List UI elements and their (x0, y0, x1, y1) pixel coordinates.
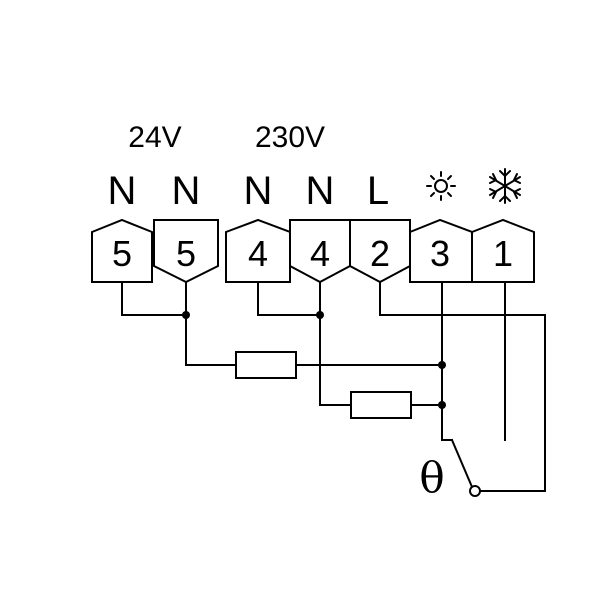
terminal-label-3: N (244, 169, 273, 213)
switch-blade (450, 438, 474, 489)
terminal-number-7: 1 (493, 233, 513, 274)
wiring (121, 281, 546, 492)
terminal-block-2: 5 (153, 219, 219, 284)
switch-pivot (469, 485, 481, 497)
terminal-block-3: 4 (225, 218, 291, 283)
terminal-number-3: 4 (248, 233, 268, 274)
terminal-number-5: 2 (370, 233, 390, 274)
junction-dot-24v (182, 311, 190, 319)
terminal-number-1: 5 (112, 233, 132, 274)
junction-dot-230v (316, 311, 324, 319)
wire-230v-bridge (257, 281, 321, 316)
thermostat-switch: θ (419, 438, 481, 502)
sun-icon (426, 171, 456, 201)
voltage-label-230v: 230V (255, 121, 325, 154)
voltage-label-24v: 24V (128, 121, 181, 154)
terminal-label-4: N (306, 169, 335, 213)
junction-dot-heat-24v (438, 361, 446, 369)
terminal-block-6: 3 (409, 218, 473, 283)
resistor-24v (235, 351, 297, 379)
wire-line-l (379, 281, 546, 492)
terminal-block-4: 4 (289, 219, 351, 284)
wire-24v-to-resistor (185, 314, 237, 366)
thermostat-symbol: θ (419, 453, 444, 502)
snowflake-icon (489, 168, 521, 204)
junction-dot-heat-230v (438, 401, 446, 409)
wire-24v-bridge (121, 281, 187, 316)
terminal-block-1: 5 (91, 218, 153, 283)
resistor-230v (350, 391, 412, 419)
wire-230v-to-resistor (319, 314, 352, 406)
terminal-label-1: N (108, 169, 137, 213)
terminal-number-2: 5 (176, 233, 196, 274)
terminal-label-5: L (367, 169, 389, 213)
terminal-label-2: N (172, 169, 201, 213)
terminal-block-7: 1 (471, 218, 535, 283)
terminal-number-4: 4 (310, 233, 330, 274)
terminal-block-5: 2 (349, 219, 411, 284)
terminal-number-6: 3 (430, 233, 450, 274)
